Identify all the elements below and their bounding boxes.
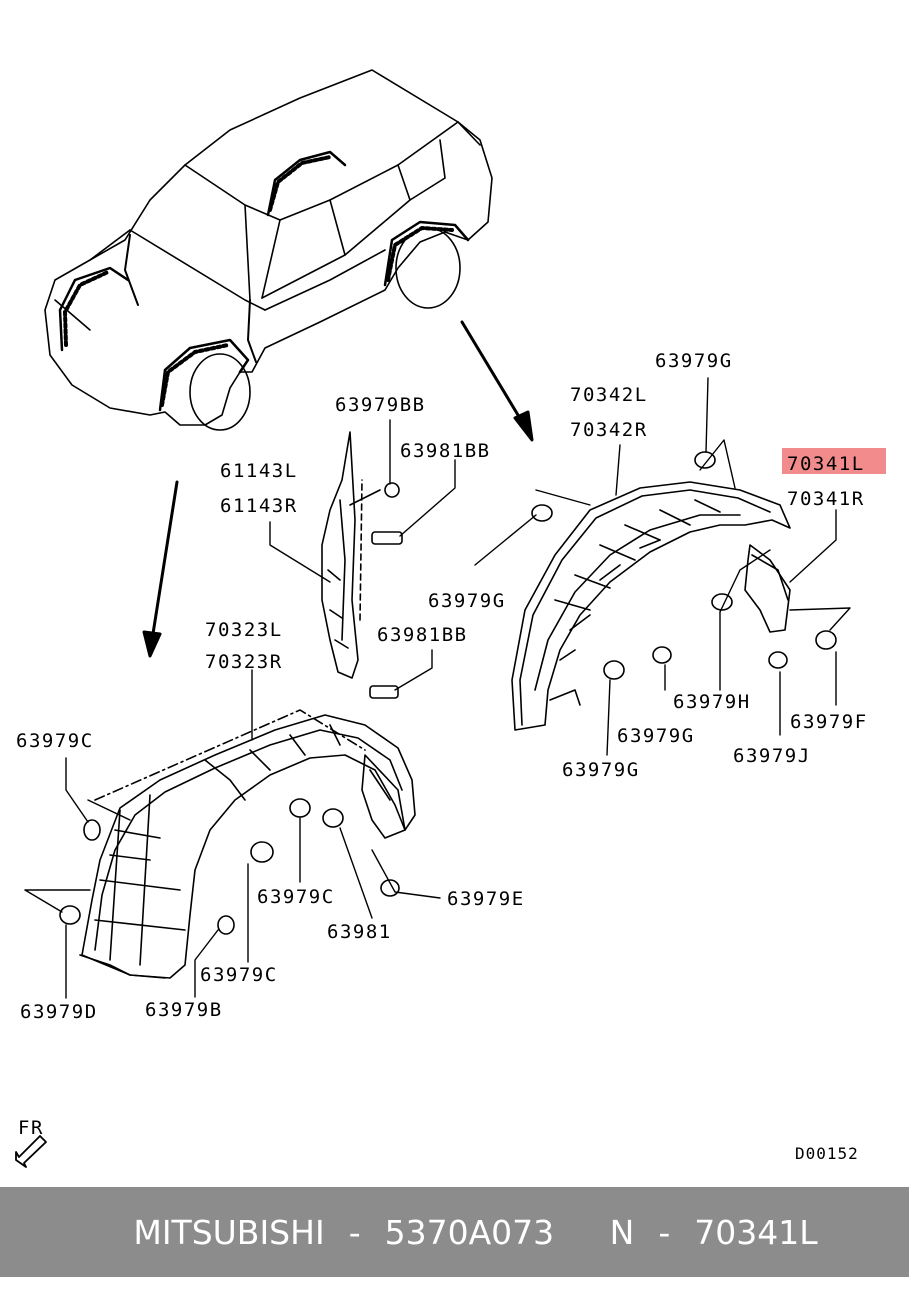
part-label: 61143L bbox=[220, 460, 298, 482]
part-label: 70341R bbox=[787, 488, 865, 510]
part-number: 5370A073 bbox=[384, 1212, 555, 1252]
part-label: 63979BB bbox=[335, 394, 426, 416]
part-label: 70323L bbox=[205, 619, 283, 641]
part-label: 63979D bbox=[20, 1001, 98, 1023]
front-direction-label: FR bbox=[18, 1117, 44, 1139]
part-label: 63979H bbox=[673, 691, 751, 713]
brand-name: MITSUBISHI bbox=[133, 1212, 325, 1252]
part-label: 61143R bbox=[220, 495, 298, 517]
part-label: 63979E bbox=[447, 888, 525, 910]
part-label: 63979F bbox=[790, 711, 868, 733]
prefix: N bbox=[609, 1212, 635, 1252]
front-direction-icon bbox=[15, 1135, 47, 1168]
vehicle-body-drawing bbox=[44, 69, 493, 431]
part-label-highlighted: 70341L bbox=[787, 453, 865, 475]
part-label: 70342R bbox=[570, 419, 648, 441]
part-label: 63979G bbox=[617, 725, 695, 747]
part-label: 63979C bbox=[257, 886, 335, 908]
splash-shield-drawing bbox=[321, 431, 381, 679]
part-label: 63981BB bbox=[400, 440, 491, 462]
front-wheel-liner-drawing bbox=[79, 709, 416, 979]
part-label: 63981 bbox=[327, 921, 392, 943]
rear-wheel-liner-drawing bbox=[511, 481, 791, 731]
reference-code: 70341L bbox=[694, 1212, 818, 1252]
separator: - bbox=[348, 1212, 361, 1252]
part-label: 63979C bbox=[200, 964, 278, 986]
diagram-code: D00152 bbox=[795, 1144, 859, 1163]
parts-diagram: 63979G 70342L 70342R 70341L 70341R 63979… bbox=[15, 69, 886, 1168]
part-label: 63979G bbox=[428, 590, 506, 612]
footer-bar: MITSUBISHI-5370A073 N-70341L bbox=[0, 1187, 909, 1277]
part-label: 63981BB bbox=[377, 624, 468, 646]
part-labels: 63979G 70342L 70342R 70341L 70341R 63979… bbox=[16, 350, 868, 1163]
part-label: 63979B bbox=[145, 999, 223, 1021]
direction-arrows bbox=[142, 320, 534, 658]
fasteners bbox=[59, 451, 837, 935]
separator: - bbox=[658, 1212, 671, 1252]
highlight-box bbox=[782, 448, 886, 474]
part-label: 63979G bbox=[562, 759, 640, 781]
part-label: 63979J bbox=[733, 745, 811, 767]
part-label: 63979G bbox=[655, 350, 733, 372]
part-label: 70342L bbox=[570, 384, 648, 406]
footer-caption: MITSUBISHI-5370A073 N-70341L bbox=[79, 1174, 829, 1291]
part-label: 63979C bbox=[16, 730, 94, 752]
leader-lines bbox=[24, 377, 851, 999]
part-label: 70323R bbox=[205, 651, 283, 673]
